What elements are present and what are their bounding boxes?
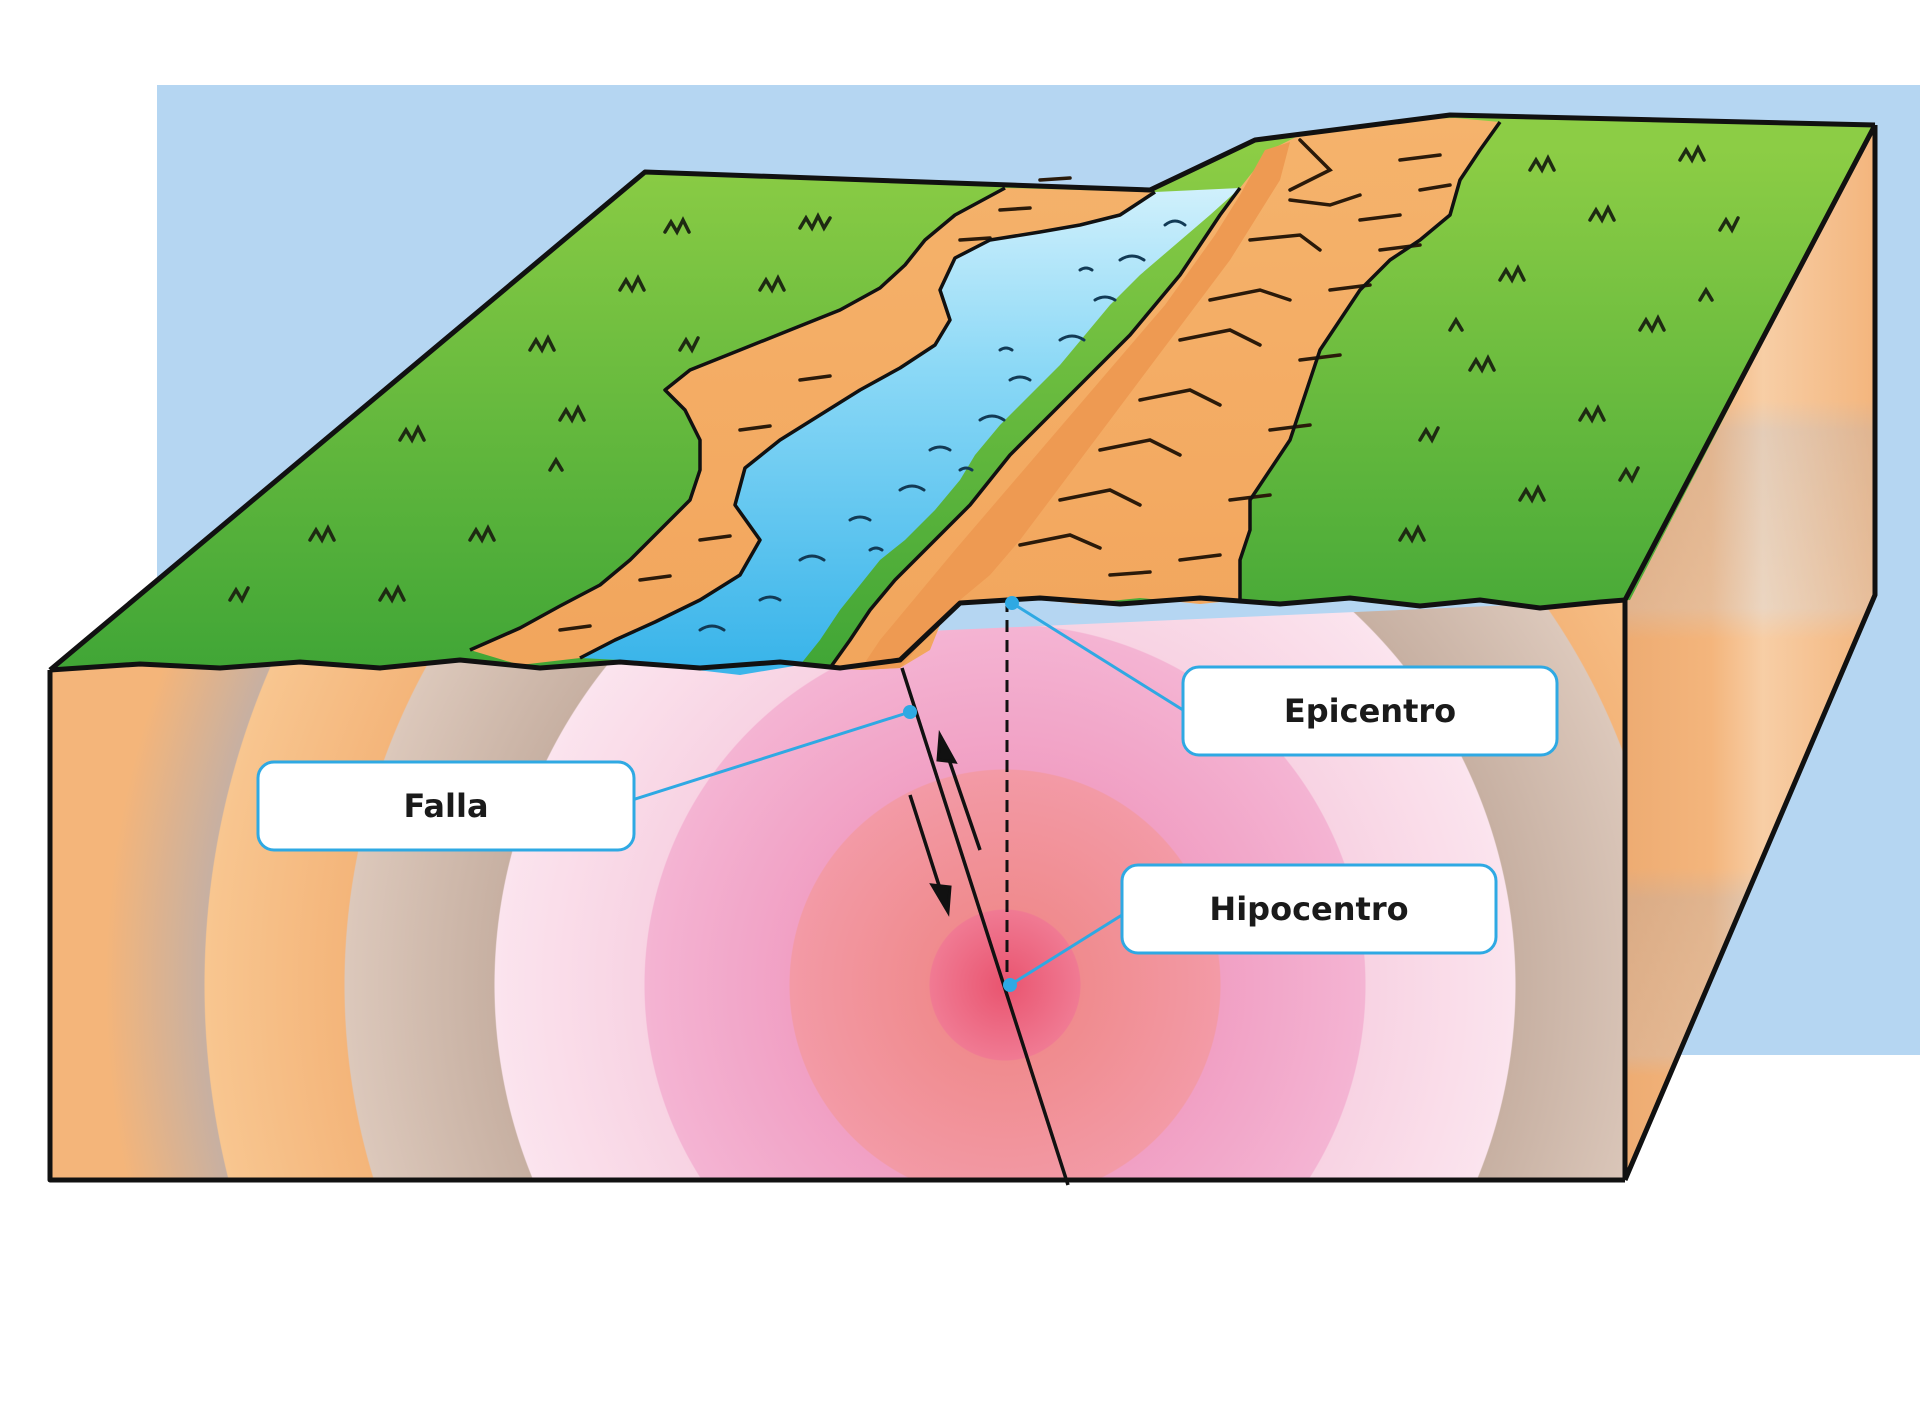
- hipocentro-leader-dot: [1003, 978, 1017, 992]
- fault-line: [900, 667, 1070, 1186]
- fault-scarp: [860, 142, 1290, 670]
- block-side-highlight: [1625, 125, 1875, 1180]
- label-hipocentro-text: Hipocentro: [1209, 890, 1408, 928]
- slip-arrow-down-icon: [908, 794, 952, 917]
- falla-leader-line: [631, 710, 911, 802]
- epicentro-leader-dot: [1005, 596, 1019, 610]
- water-ripples: [698, 219, 1187, 632]
- epicentro-leader-line: [1011, 601, 1184, 712]
- label-falla: Falla: [256, 760, 636, 852]
- hipocentro-leader-line: [1009, 913, 1123, 987]
- label-epicentro: Epicentro: [1181, 665, 1559, 757]
- label-epicentro-text: Epicentro: [1284, 692, 1456, 730]
- grass-tufts: [228, 144, 1740, 604]
- bank-details: [558, 138, 1452, 632]
- block-outline: [47, 112, 1878, 1183]
- falla-leader-dot: [903, 705, 917, 719]
- label-hipocentro: Hipocentro: [1120, 863, 1498, 955]
- label-falla-text: Falla: [403, 787, 488, 825]
- river-water: [580, 188, 1240, 675]
- slip-arrow-up-icon: [936, 729, 982, 851]
